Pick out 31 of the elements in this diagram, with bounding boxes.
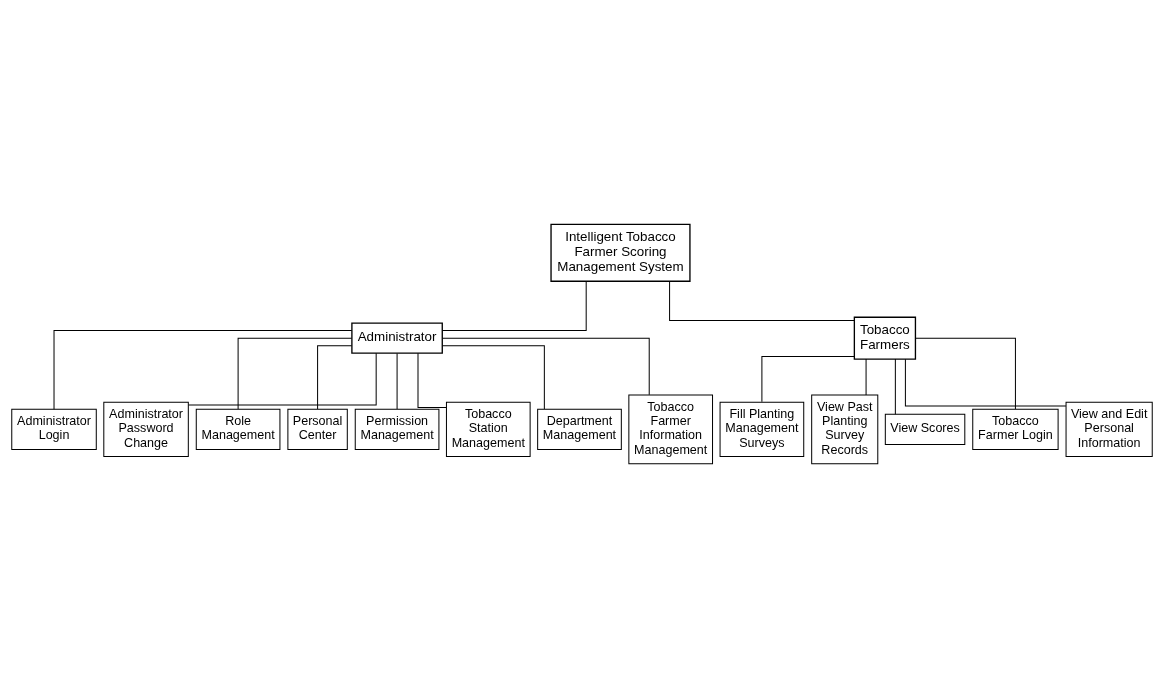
connector bbox=[904, 358, 1067, 406]
connector bbox=[417, 352, 447, 408]
connector bbox=[894, 358, 896, 415]
node-box: Role Management bbox=[195, 408, 281, 450]
node-box: Tobacco Station Management bbox=[445, 401, 531, 457]
node-box: Permission Management bbox=[354, 408, 440, 450]
node-box: Personal Center bbox=[287, 408, 348, 450]
connector bbox=[441, 337, 650, 395]
connector bbox=[865, 358, 867, 395]
connector bbox=[761, 355, 855, 402]
node-box: View and Edit Personal Information bbox=[1065, 401, 1153, 457]
connector bbox=[237, 337, 353, 410]
node-box: Administrator bbox=[351, 321, 443, 354]
node-box: View Past Planting Survey Records bbox=[811, 394, 879, 464]
connector bbox=[669, 280, 855, 321]
node-box: View Scores bbox=[884, 413, 966, 445]
node-box: Intelligent Tobacco Farmer Scoring Management System bbox=[550, 223, 691, 282]
connector bbox=[317, 344, 353, 410]
connector bbox=[53, 329, 353, 410]
connector bbox=[396, 352, 398, 409]
node-box: Tobacco Farmer Login bbox=[972, 408, 1059, 450]
node-box: Tobacco Farmer Information Management bbox=[628, 394, 714, 464]
node-box: Fill Planting Management Surveys bbox=[719, 401, 805, 457]
connector bbox=[441, 344, 545, 410]
node-box: Tobacco Farmers bbox=[853, 316, 917, 360]
connector bbox=[441, 280, 587, 331]
connector bbox=[188, 352, 377, 406]
node-box: Department Management bbox=[537, 408, 622, 450]
connector bbox=[915, 337, 1016, 410]
node-box: Administrator Password Change bbox=[103, 401, 189, 457]
node-box: Administrator Login bbox=[11, 408, 97, 450]
